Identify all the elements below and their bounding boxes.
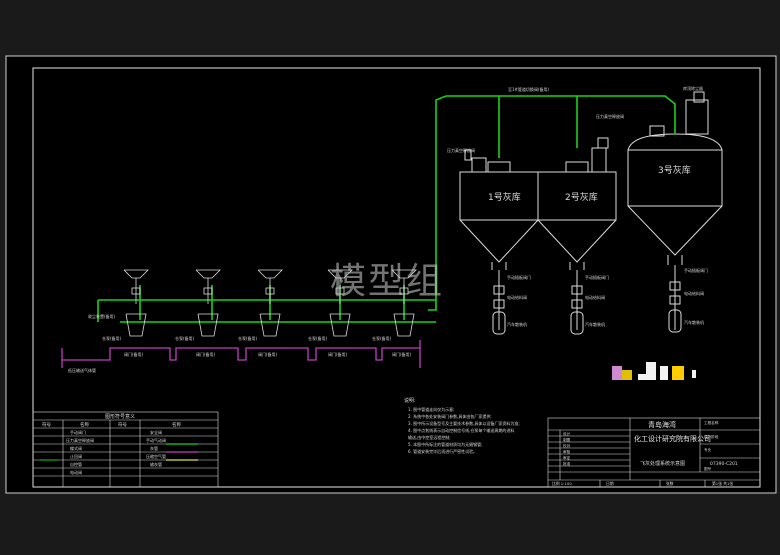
sign-row-review: 审核: [563, 449, 571, 454]
sign-row-ratify: 批准: [563, 461, 571, 466]
silo-bottom-label-2: 电动给料阀: [507, 294, 527, 300]
pump-bottom-label-2: 阀门(备用): [196, 351, 216, 357]
legend-row4-name1: 止回阀: [70, 453, 82, 459]
info-drawing-no: 图号: [704, 466, 712, 471]
legend-header-1: 符号: [42, 421, 51, 428]
pump-label-3: 仓泵(备用): [238, 335, 258, 341]
silo-top-label-3: 库顶除尘器: [683, 85, 703, 91]
legend-header-2: 名称: [80, 421, 89, 428]
legend-header-4: 名称: [172, 421, 181, 428]
silo-top-label-1: 压力真空释放阀: [447, 147, 475, 153]
pump-bottom-label-4: 阀门(备用): [328, 351, 348, 357]
info-stage: 设计阶段: [704, 434, 719, 439]
pump-label-2: 仓泵(备用): [175, 335, 195, 341]
pump-unit-4: [327, 269, 353, 337]
silo2-bottom-label-1: 手动插板阀门: [585, 274, 609, 280]
sign-row-check: 校对: [563, 443, 571, 448]
info-project: 工程名称: [704, 420, 719, 425]
legend-row2-name1: 压力真空释放阀: [66, 437, 94, 443]
company-line-2: 化工设计研究院有限公司: [634, 434, 711, 443]
legend-table: [32, 411, 219, 488]
bottom-date: 日期: [606, 481, 614, 486]
silo2-bottom-label-3: 汽车散装机: [585, 321, 605, 327]
silo-1: [459, 149, 539, 335]
pump-label-5: 仓泵(备用): [372, 335, 392, 341]
sign-row-design: 设计: [563, 431, 571, 436]
silo-3-label: 3号灰库: [658, 164, 691, 176]
legend-rows: 手动阀门 安全阀 压力真空释放阀 手动气动阀 蝶式阀 灰管 止回阀 压缩空气管 …: [66, 429, 166, 475]
legend-row6-name1: 电动阀: [70, 469, 82, 475]
pump-bottom-label-5: 阀门(备用): [392, 351, 412, 357]
bottom-sheets: 张数: [666, 481, 674, 486]
legend-row5-name1: 自控管: [70, 461, 82, 467]
legend-row5-name2: 输灰管: [150, 461, 162, 467]
silo-2-label: 2号灰库: [565, 191, 598, 203]
legend-row3-name1: 蝶式阀: [70, 445, 82, 451]
left-label-1: 收尘装置(备用): [88, 313, 116, 319]
title-info-cells: 工程名称 设计阶段 专业 图号: [704, 420, 719, 471]
info-discipline: 专业: [704, 447, 712, 452]
top-line-label: 至1#管道切换阀(备用): [508, 86, 549, 92]
sign-rows: 设计 制图 校对 审核 审定 批准: [563, 431, 571, 466]
inner-border: [32, 67, 761, 488]
notes-line-1: 1. 图中管道走向仅为示意;: [408, 406, 454, 412]
bottom-page: 第1张 共1张: [712, 481, 733, 486]
notes-line-3: 3. 图中所示设备型号及主要技术参数,具体以设备厂家资料为准;: [408, 420, 520, 426]
silo-2: [537, 137, 617, 335]
silo3-bottom-label-3: 汽车散装机: [684, 319, 704, 325]
notes-line-4: 4. 图中点划线表示自动控制信号线,仓泵每个输送周期的进料: [408, 427, 514, 433]
drawing-number: 07390-C201: [710, 461, 738, 467]
notes-line-2: 2. 系统中各处安装阀门参数,具体由各厂家提供;: [408, 413, 492, 419]
silo2-bottom-label-2: 电动给料阀: [585, 294, 605, 300]
silo-bottom-label-1: 手动插板阀门: [507, 274, 531, 280]
legend-row4-name2: 压缩空气管: [146, 453, 166, 459]
logo-mark: [612, 362, 696, 380]
silo-3: [627, 91, 723, 333]
pump-bottom-label-3: 阀门(备用): [258, 351, 278, 357]
pump-label-1: 仓泵(备用): [102, 335, 122, 341]
purple-pipe-network: [61, 340, 421, 368]
notes-title: 说明:: [404, 397, 416, 404]
title-bottom-row: 比例 1:100 日期 张数 第1张 共1张: [552, 481, 733, 486]
sign-row-draw: 制图: [563, 437, 571, 442]
pump-unit-2: [195, 269, 221, 337]
legend-row2-name2: 手动气动阀: [146, 437, 166, 443]
sign-row-approve: 审定: [563, 455, 571, 460]
silo-1-label: 1号灰库: [488, 191, 521, 203]
silo3-bottom-label-2: 电动给料阀: [684, 290, 704, 296]
silo3-bottom-label-1: 手动插板阀门: [684, 267, 708, 273]
notes-block: 说明: 1. 图中管道走向仅为示意; 2. 系统中各处安装阀门参数,具体由各厂家…: [404, 397, 520, 454]
drawing-title: 飞灰处理系统示意图: [640, 460, 685, 467]
pump-units: [123, 269, 417, 337]
pump-unit-5: [391, 269, 417, 337]
pump-unit-3: [257, 269, 283, 337]
legend-header-3: 符号: [118, 421, 127, 428]
pump-label-4: 仓泵(备用): [308, 335, 328, 341]
legend-title: 图形符号意义: [105, 413, 135, 420]
legend-row1-name2: 安全阀: [150, 429, 162, 435]
silo-top-label-2: 压力真空释放阀: [596, 113, 624, 119]
title-block: [547, 417, 761, 488]
notes-line-5: 输送,由中控室远程控制;: [408, 434, 451, 440]
left-label-2: 低压输送气体管: [68, 367, 96, 373]
company-line-1: 青岛海湾: [648, 420, 676, 429]
notes-line-7: 6. 管道安装完毕后须进行严密性试验。: [408, 448, 477, 454]
legend-row1-name1: 手动阀门: [70, 429, 86, 435]
legend-row3-name2: 灰管: [150, 445, 158, 451]
pump-bottom-label-1: 阀门(备用): [124, 351, 144, 357]
silo-bottom-label-3: 汽车散装机: [507, 321, 527, 327]
pump-unit-1: [123, 269, 149, 337]
watermark: 模型组: [330, 261, 445, 302]
bottom-scale: 比例 1:100: [552, 481, 572, 486]
notes-line-6: 5. 本图中所标注的管道材质均为无缝钢管;: [408, 441, 482, 447]
